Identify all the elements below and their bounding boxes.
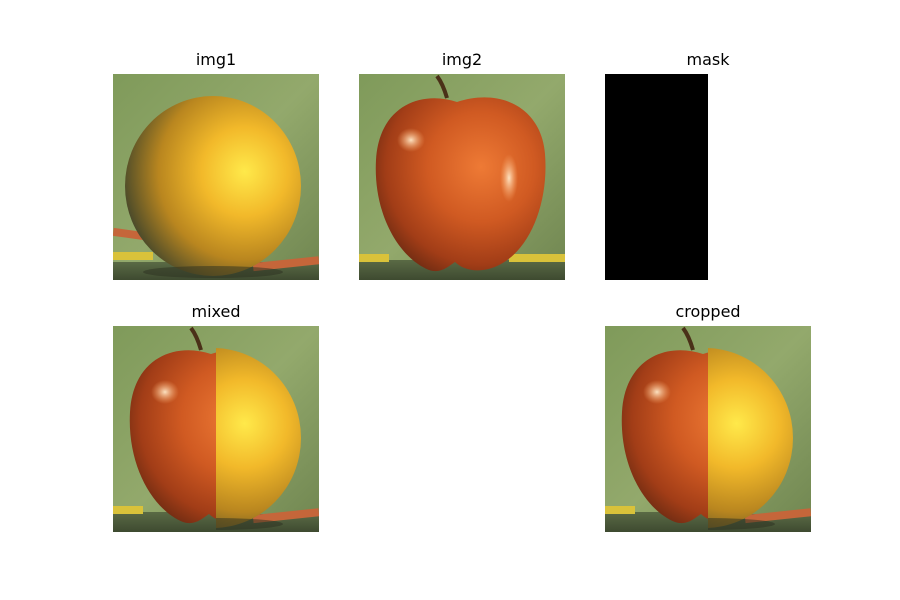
cropped-photo (605, 326, 811, 532)
mask-bitmap (605, 74, 811, 280)
mixed-title: mixed (191, 302, 241, 321)
orange-photo (113, 74, 319, 280)
mask-image (605, 74, 811, 280)
img1-image (113, 74, 319, 280)
img1-title: img1 (195, 50, 237, 69)
cropped-title: cropped (675, 302, 741, 321)
apple-photo (359, 74, 565, 280)
mask-title: mask (686, 50, 730, 69)
mixed-image (113, 326, 319, 532)
img2-title: img2 (441, 50, 483, 69)
cropped-image (605, 326, 811, 532)
img2-image (359, 74, 565, 280)
mixed-photo (113, 326, 319, 532)
